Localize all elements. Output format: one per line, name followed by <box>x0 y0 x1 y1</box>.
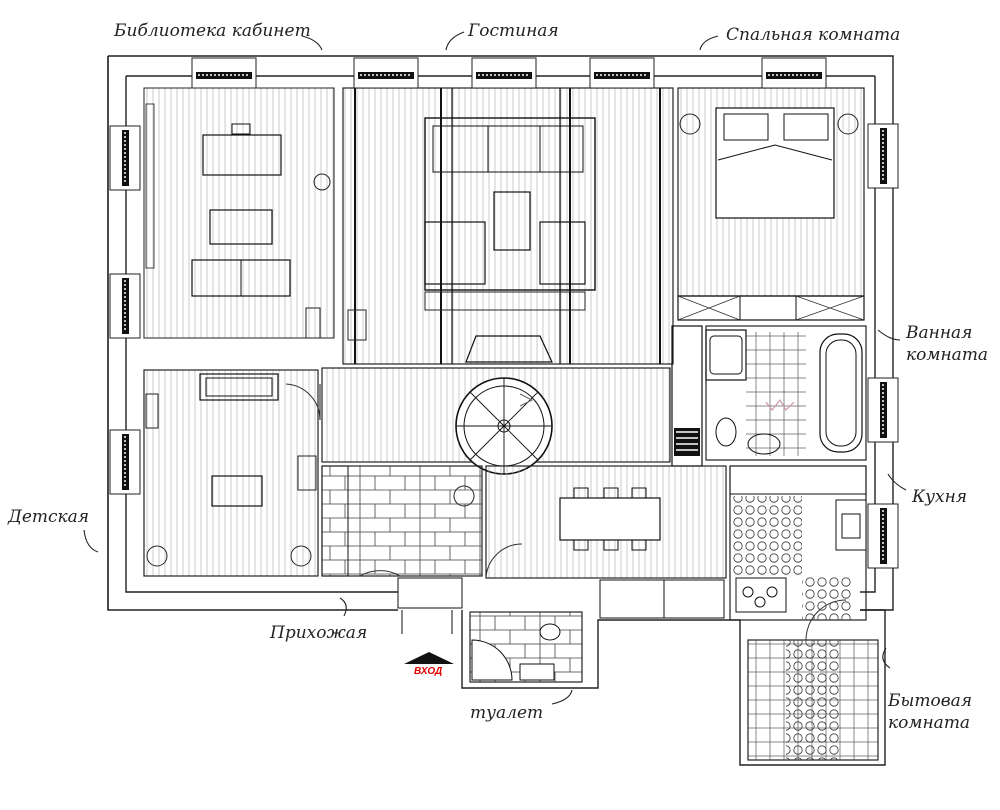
entrance-arrow <box>404 652 454 664</box>
room-toilet <box>469 611 583 683</box>
label-bedroom: Спальная комната <box>726 25 901 45</box>
label-hallway: Прихожая <box>270 623 368 643</box>
label-pointers <box>83 31 907 705</box>
room-library <box>143 87 335 339</box>
label-bathroom: Ванная комната <box>906 323 989 365</box>
stair-hall <box>321 367 671 475</box>
room-kitchen <box>729 465 867 621</box>
label-toilet: туалет <box>470 703 544 723</box>
label-living-room: Гостиная <box>468 21 559 41</box>
room-living <box>342 87 674 365</box>
label-utility-room: Бытовая комната <box>888 691 972 733</box>
room-bedroom <box>677 87 865 321</box>
label-kitchen: Кухня <box>912 487 968 507</box>
label-kids-room: Детская <box>8 507 90 527</box>
room-bathroom <box>671 325 867 467</box>
room-dining <box>485 465 727 619</box>
room-kids <box>143 369 321 577</box>
room-utility <box>747 599 879 761</box>
room-hallway <box>321 465 483 634</box>
label-library: Библиотека кабинет <box>114 21 311 41</box>
label-entrance: ВХОД <box>414 666 443 677</box>
